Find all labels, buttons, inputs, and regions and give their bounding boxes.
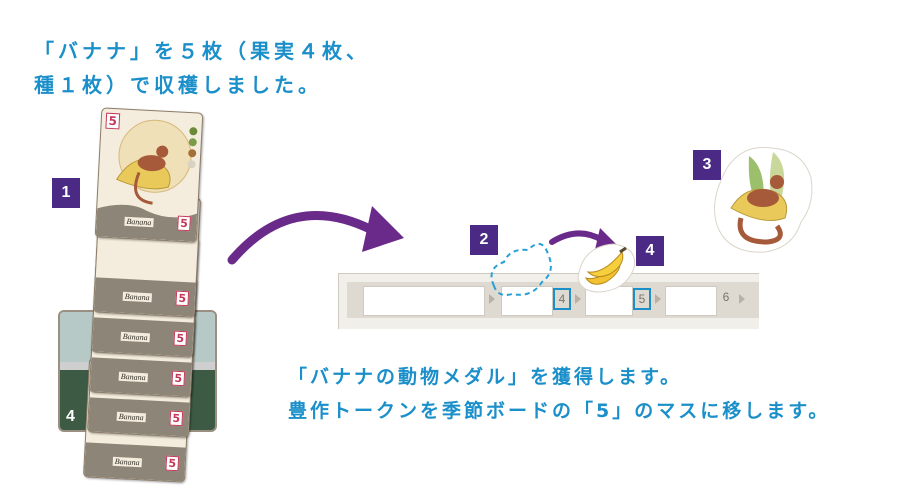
banana-animal-medal-icon [714, 146, 813, 253]
slot-arrow-icon [575, 294, 581, 304]
season-board: 4 5 6 [338, 273, 759, 329]
slot-arrow-icon [489, 294, 495, 304]
dashed-token-outline-icon [490, 243, 552, 296]
top-caption-line2: 種１枚）で収穫しました。 [34, 73, 322, 97]
board-slot [363, 286, 485, 316]
step-badge-4: 4 [636, 236, 664, 266]
slot-arrow-icon [739, 294, 745, 304]
card-stack: 4 Banana 5 Banana 5 Banana 5 Banana 5 Ba… [58, 107, 238, 490]
step-badge-3: 3 [693, 150, 721, 180]
top-card-number: 5 [105, 112, 121, 130]
step-badge-2: 2 [470, 225, 498, 255]
slot-number-4: 4 [553, 288, 571, 310]
step-badge-1: 1 [52, 178, 80, 208]
monkey-banana-illustration [95, 119, 198, 242]
banana-seed-card: 5 Banana 5 [94, 107, 204, 243]
top-caption-line1: 「バナナ」を５枚（果実４枚、 [34, 39, 370, 63]
bottom-caption-line2: 豊作トークンを季節ボードの「5」のマスに移します。 [288, 400, 831, 422]
season-card-number: 4 [66, 408, 75, 425]
banana-token-icon [577, 243, 636, 293]
slot-number-6: 6 [722, 290, 730, 304]
board-slot [501, 286, 553, 316]
board-slot [665, 286, 717, 316]
slot-number-5: 5 [633, 288, 651, 310]
bottom-caption: 「バナナの動物メダル」を獲得します。 豊作トークンを季節ボードの「5」のマスに移… [288, 360, 830, 428]
bottom-caption-line1: 「バナナの動物メダル」を獲得します。 [288, 366, 683, 388]
top-caption: 「バナナ」を５枚（果実４枚、 種１枚）で収穫しました。 [34, 34, 370, 102]
flow-arrow-icon [227, 206, 404, 265]
slot-arrow-icon [655, 294, 661, 304]
